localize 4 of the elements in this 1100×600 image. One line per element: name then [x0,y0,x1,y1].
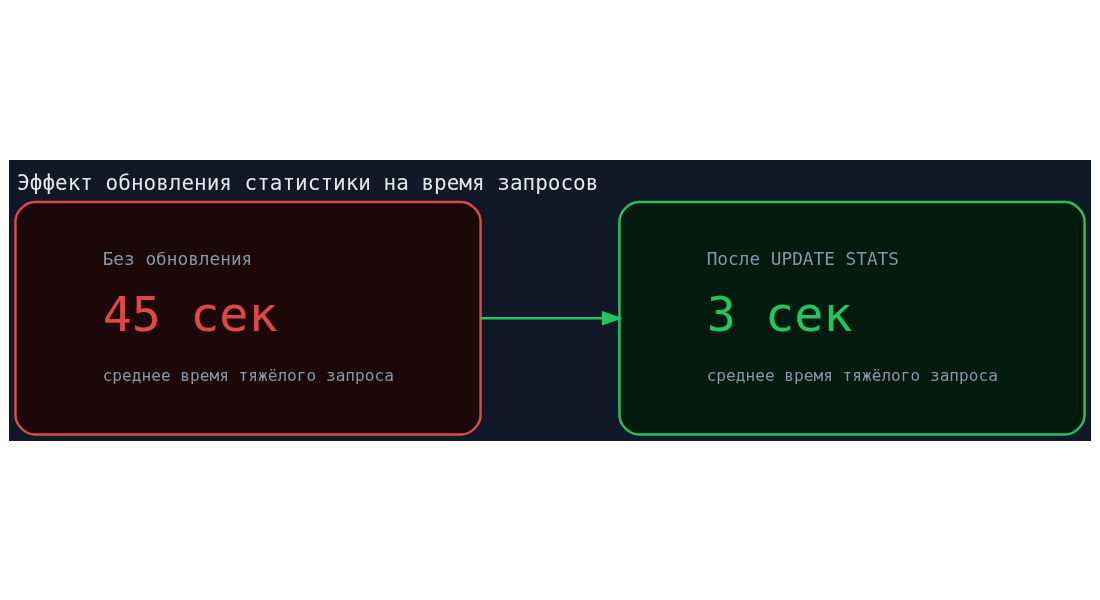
arrow [480,310,623,326]
node-box: Без обновления 45 сек среднее время тяжёлого запроса [14,200,482,436]
node-box: После UPDATE STATS 3 сек среднее время тяжёлого запроса [618,200,1086,436]
diagram-title: Эффект обновления статистики на время запросов [17,170,599,195]
